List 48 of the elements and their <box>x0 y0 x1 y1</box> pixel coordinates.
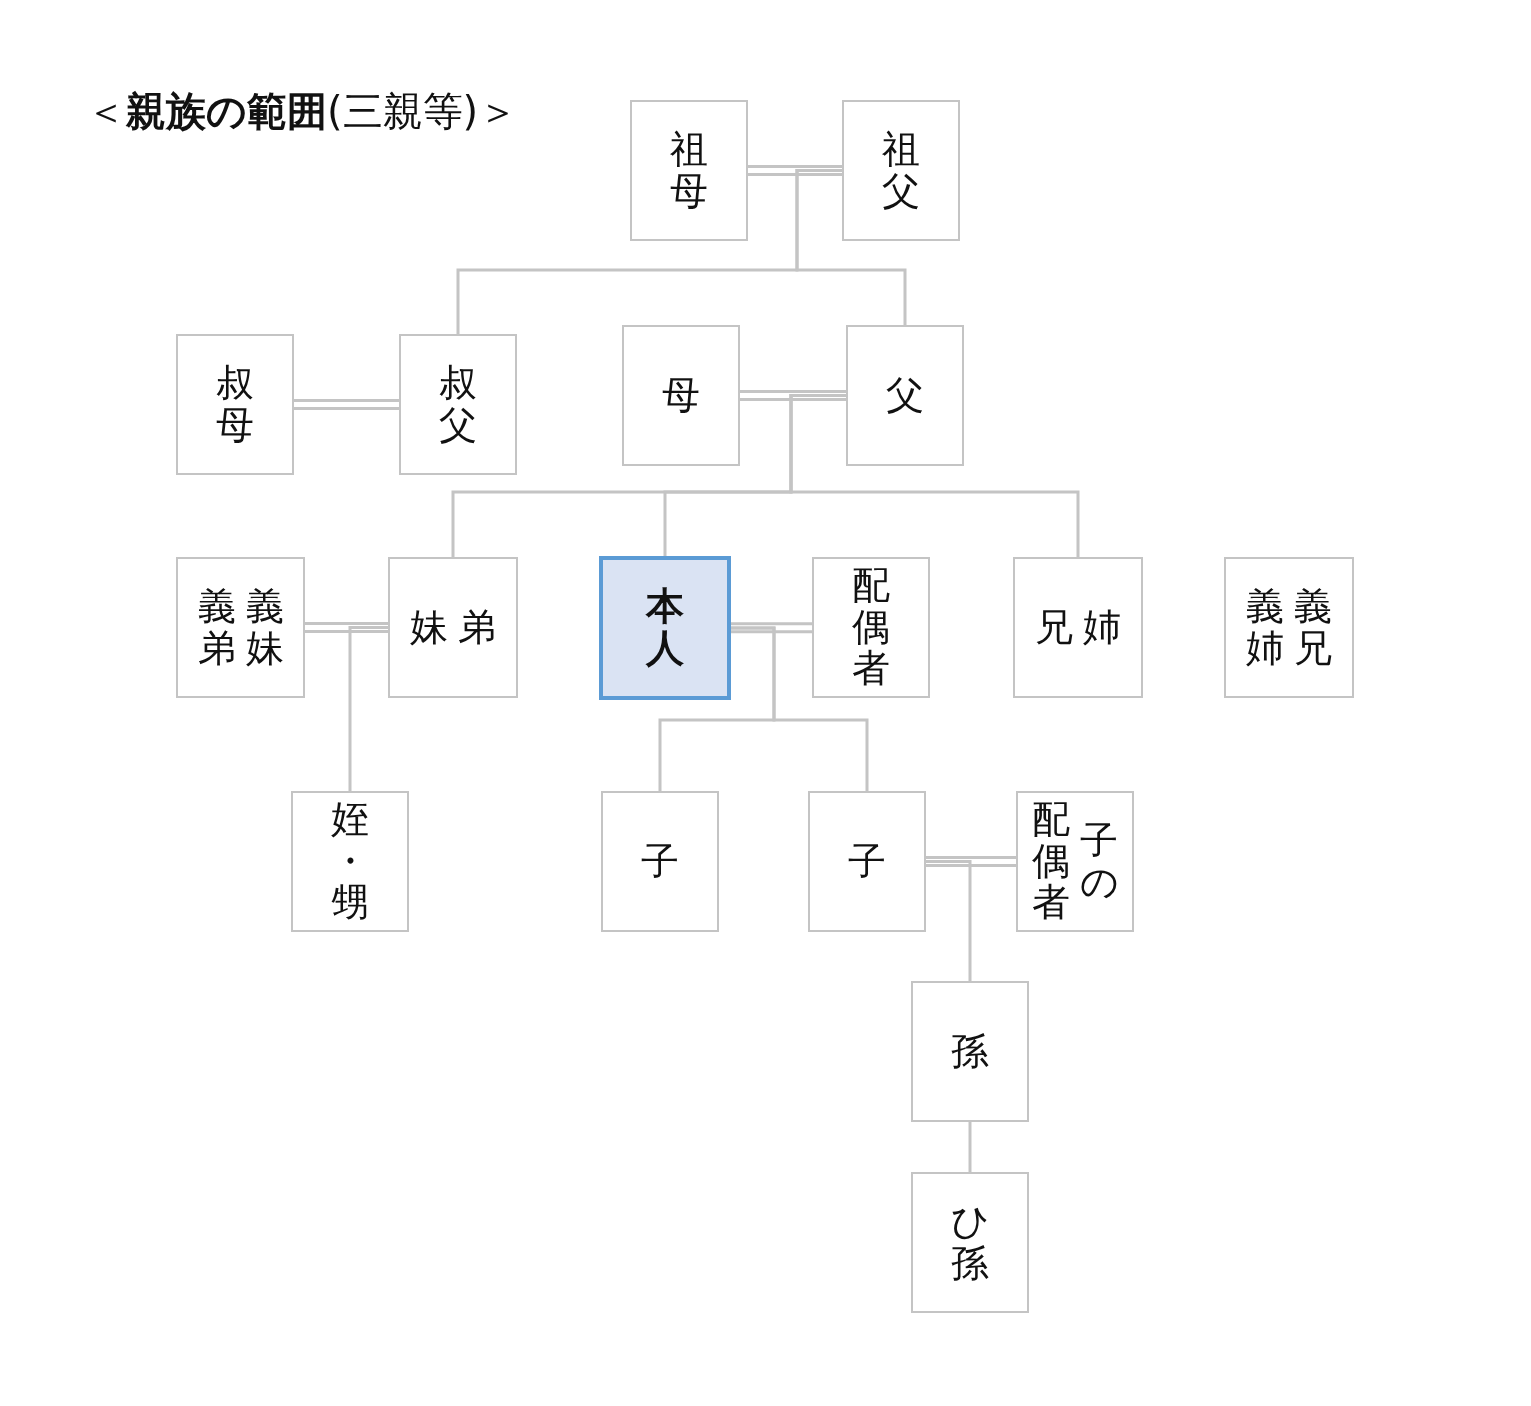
person-box <box>1016 791 1134 932</box>
person-box <box>176 334 294 475</box>
relation-label: 兄 <box>1035 606 1073 649</box>
family-line <box>926 860 972 981</box>
relation-label: 姉 <box>1083 606 1121 649</box>
person-box <box>911 981 1029 1122</box>
relation-label: 配偶者 <box>852 564 890 691</box>
relation-label: 姪・甥 <box>331 798 369 925</box>
person-box <box>1013 557 1143 698</box>
person-box <box>630 100 748 241</box>
family-line <box>795 169 907 325</box>
relation-label: ひ孫 <box>951 1200 989 1285</box>
relation-label: 子 <box>848 840 886 883</box>
relation-label: 子の <box>1080 819 1118 904</box>
diagram-title: ＜親族の範囲(三親等)＞ <box>86 87 519 136</box>
relation-label: 子 <box>641 840 679 883</box>
person-box <box>808 791 926 932</box>
person-box <box>812 557 930 698</box>
relation-label: 弟 <box>458 606 496 649</box>
family-line <box>731 626 869 791</box>
relation-label: 本人 <box>646 586 684 670</box>
relation-label: 妹 <box>410 606 448 649</box>
person-box <box>601 791 719 932</box>
highlighted-person-box <box>599 556 731 700</box>
relation-label: 祖父 <box>882 128 920 213</box>
relation-label: 義姉 <box>1246 585 1284 670</box>
family-line <box>348 626 388 791</box>
person-box <box>388 557 518 698</box>
person-box <box>622 325 740 466</box>
family-line <box>968 1122 972 1172</box>
relation-label: 叔母 <box>216 362 254 447</box>
person-box <box>1224 557 1354 698</box>
relation-label: 配偶者 <box>1032 798 1070 925</box>
relation-label: 義妹 <box>245 585 284 670</box>
relation-label: 祖母 <box>670 128 708 213</box>
relation-label: 孫 <box>951 1030 989 1073</box>
person-box <box>846 325 964 466</box>
person-box <box>911 1172 1029 1313</box>
person-box <box>291 791 409 932</box>
relation-label: 義弟 <box>197 585 236 670</box>
person-box <box>842 100 960 241</box>
relation-label: 母 <box>662 374 700 417</box>
person-box <box>399 334 517 475</box>
person-box <box>176 557 305 698</box>
relation-label: 義兄 <box>1294 585 1332 670</box>
relation-label: 叔父 <box>439 362 477 447</box>
relation-label: 父 <box>886 374 924 417</box>
family-line <box>789 394 1080 557</box>
